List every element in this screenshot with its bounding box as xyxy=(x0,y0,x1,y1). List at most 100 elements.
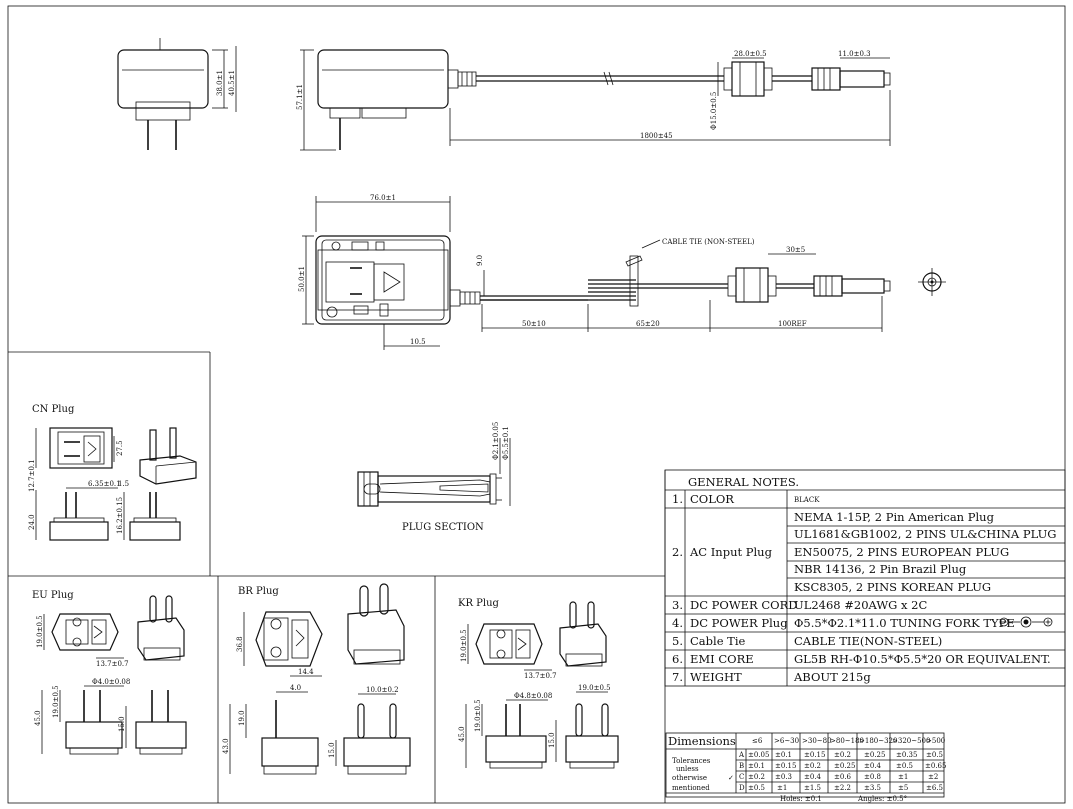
tol-footer-angles: Angles: ±0.5° xyxy=(857,795,907,803)
tolerance-table: Dimensions ≤6 >6~30 >30~80 >80~180 >180~… xyxy=(665,732,946,803)
tol-cell: ±0.5 xyxy=(748,784,765,792)
adapter-front-body xyxy=(117,49,209,109)
cn-dim2: 6.35±0.1 xyxy=(88,480,121,488)
note-num: 5. xyxy=(672,634,683,648)
tol-header: >30~80 xyxy=(802,737,832,745)
ferrite-core-top xyxy=(731,61,765,97)
eu-dim4: 19.0±0.5 xyxy=(52,685,60,718)
tol-cell: ±1 xyxy=(777,784,787,792)
tol-header: ≤6 xyxy=(752,737,763,745)
note-num: 1. xyxy=(672,492,683,506)
tol-class: D xyxy=(739,784,745,792)
note-label: COLOR xyxy=(690,492,734,506)
note-value: NEMA 1-15P, 2 Pin American Plug xyxy=(794,510,995,524)
br-plug-label: BR Plug xyxy=(238,586,279,597)
dim-bottom: 10.5 xyxy=(410,338,426,346)
tol-cell: ±5 xyxy=(898,784,908,792)
note-value: KSC8305, 2 PINS KOREAN PLUG xyxy=(794,580,991,594)
tol-cell: ±0.8 xyxy=(864,773,881,781)
plug-dim-outer: Φ2.1±0.05 xyxy=(492,422,500,460)
tol-header: >500 xyxy=(926,737,945,745)
adapter-bottom-body xyxy=(315,235,451,325)
tol-cell: ±0.35 xyxy=(896,751,917,759)
tol-cell: ±6.5 xyxy=(926,784,943,792)
eu-dim2: 19.0±0.5 xyxy=(36,615,44,648)
cn-dim6: 24.0 xyxy=(28,514,36,530)
cable-tie-label: CABLE TIE (NON-STEEL) xyxy=(662,238,755,246)
eu-dim5: 45.0 xyxy=(34,710,42,726)
note-value: UL2468 #20AWG x 2C xyxy=(794,598,927,612)
cn-dim1: 12.7±0.1 xyxy=(28,459,36,492)
tol-header: >6~30 xyxy=(774,737,799,745)
note-value: GL5B RH-Φ10.5*Φ5.5*20 OR EQUIVALENT. xyxy=(794,652,1051,666)
tol-header: >320~500 xyxy=(892,737,930,745)
note-label: AC Input Plug xyxy=(689,545,773,559)
note-value: Φ5.5*Φ2.1*11.0 TUNING FORK TYPE xyxy=(794,616,1015,630)
br-dim7: 15.0 xyxy=(328,742,336,758)
cn-dim5: 16.2±0.15 xyxy=(116,497,124,534)
tol-cell: ±0.25 xyxy=(834,762,855,770)
tol-cell: ±0.05 xyxy=(748,751,769,759)
br-dim6: 19.0 xyxy=(238,710,246,726)
tol-cell: ±2 xyxy=(928,773,938,781)
tol-class: A xyxy=(738,751,745,759)
note-label: DC POWER Plug xyxy=(690,616,788,630)
br-dim4: 10.0±0.2 xyxy=(366,686,399,694)
tol-cell: ±0.65 xyxy=(925,762,946,770)
note-value: UL1681&GB1002, 2 PINS UL&CHINA PLUG xyxy=(794,527,1056,541)
tol-cell: ±2.2 xyxy=(834,784,851,792)
kr-plug-panel: KR Plug 19.0±0.5 13.7±0.7 Φ4.8±0.08 19.0… xyxy=(458,598,619,769)
cn-plug-panel: CN Plug 12.7±0.1 27.5 6.35±0.1 1.5 24.0 … xyxy=(28,404,197,541)
tol-cell: ±0.25 xyxy=(864,751,885,759)
eu-plug-label: EU Plug xyxy=(32,590,74,601)
sheet-border xyxy=(7,5,1066,804)
br-dim2: 14.4 xyxy=(298,668,314,676)
tol-cell: ±0.3 xyxy=(775,773,792,781)
dim-seg3: 100REF xyxy=(778,320,807,328)
br-dim3: 4.0 xyxy=(290,684,301,692)
dim-plug-length: 11.0±0.3 xyxy=(838,50,871,58)
br-plug-panel: BR Plug 36.8 14.4 4.0 19.0 43.0 10.0±0.2… xyxy=(222,583,411,775)
tol-cell: ±0.1 xyxy=(748,762,765,770)
tol-cell: ±0.15 xyxy=(804,751,825,759)
note-label: DC POWER CORD xyxy=(690,598,797,612)
notes-title: GENERAL NOTES. xyxy=(688,475,799,489)
dim-tie: 30±5 xyxy=(786,246,805,254)
note-label: WEIGHT xyxy=(690,670,742,684)
kr-dim1: Φ4.8±0.08 xyxy=(514,692,552,700)
dc-plug-mid xyxy=(813,275,843,297)
tol-label: Tolerances xyxy=(672,757,711,765)
tol-cell: ±0.15 xyxy=(775,762,796,770)
eu-dim6: 15.0 xyxy=(118,716,126,732)
cn-plug-label: CN Plug xyxy=(32,404,75,415)
tol-label: otherwise xyxy=(672,774,707,782)
adapter-side-body xyxy=(317,49,449,109)
dim-width: 76.0±1 xyxy=(370,194,396,202)
plug-section: Φ2.1±0.05 Φ5.5±0.1 PLUG SECTION xyxy=(357,422,511,533)
tol-cell: ±0.5 xyxy=(926,751,943,759)
note-label: EMI CORE xyxy=(690,652,754,666)
kr-dim2: 19.0±0.5 xyxy=(460,629,468,662)
tol-cell: ±0.4 xyxy=(864,762,882,770)
tol-header: >180~320 xyxy=(859,737,897,745)
note-value: NBR 14136, 2 Pin Brazil Plug xyxy=(794,562,967,576)
tol-cell: ±0.2 xyxy=(834,751,851,759)
tol-label: mentioned xyxy=(672,784,710,792)
cn-dim3: 1.5 xyxy=(118,480,129,488)
tol-class: C xyxy=(739,773,744,781)
tol-cell: ±0.2 xyxy=(804,762,821,770)
tolerance-title: Dimensions xyxy=(668,734,736,748)
general-notes-table: GENERAL NOTES. 1. COLOR BLACK 2. AC Inpu… xyxy=(664,469,1066,687)
note-num: 3. xyxy=(672,598,683,612)
tol-cell: ±0.4 xyxy=(804,773,822,781)
tol-cell: ±0.5 xyxy=(896,762,913,770)
dim-side-height: 57.1±1 xyxy=(296,84,304,110)
kr-dim5: 45.0 xyxy=(458,726,466,742)
note-num: 2. xyxy=(672,545,683,559)
br-dim5: 43.0 xyxy=(222,738,230,754)
plug-dim-inner: Φ5.5±0.1 xyxy=(502,426,510,460)
note-value: BLACK xyxy=(794,496,820,504)
note-value: CABLE TIE(NON-STEEL) xyxy=(794,634,942,648)
dc-plug-top xyxy=(811,67,841,91)
